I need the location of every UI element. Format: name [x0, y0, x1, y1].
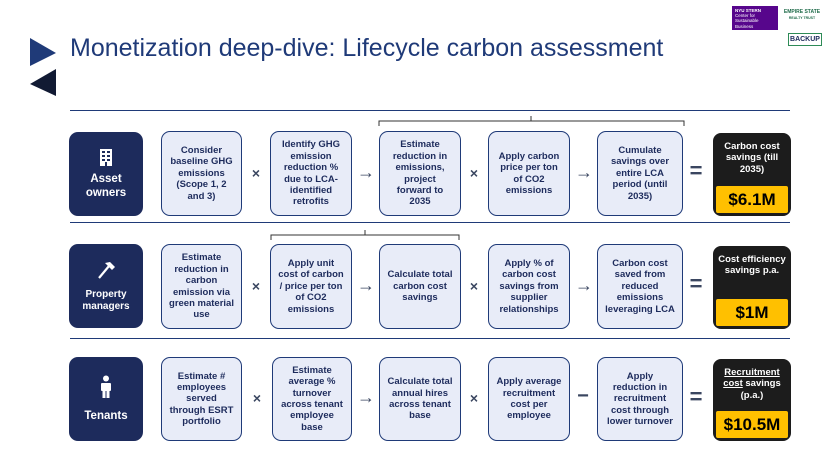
step-project-forward: Estimate reduction in emissions, project… [379, 131, 461, 216]
row-label-asset-owners: Asset owners [69, 132, 143, 216]
operator-minus: − [577, 384, 589, 407]
step-carbon-cost-saved: Carbon cost saved from reduced emissions… [597, 244, 683, 329]
operator-arrow: → [357, 386, 375, 407]
operator-equals: = [689, 384, 703, 409]
hammer-icon [98, 261, 115, 279]
row-label-tenants: Tenants [69, 357, 143, 441]
nyu-stern-logo: NYU STERN Center for Sustainable Busines… [732, 6, 778, 30]
step-supplier-relationships: Apply % of carbon cost savings from supp… [488, 244, 570, 329]
operator-equals: = [689, 158, 703, 183]
chevron-logo-icon [30, 38, 56, 96]
operator-arrow: → [575, 161, 593, 182]
operator-multiply: × [251, 165, 261, 181]
result-cost-efficiency: Cost efficiency savings p.a. $1M [713, 246, 791, 329]
operator-arrow: → [357, 161, 375, 182]
step-total-carbon-savings: Calculate total carbon cost savings [379, 244, 461, 329]
building-icon [100, 148, 112, 166]
step-estimate-employees: Estimate # employees served through ESRT… [161, 357, 242, 441]
step-reduction-recruitment: Apply reduction in recruitment cost thro… [597, 357, 683, 441]
operator-multiply: × [469, 390, 479, 406]
operator-multiply: × [251, 278, 261, 294]
row-divider [70, 338, 790, 339]
person-icon [101, 375, 111, 398]
step-identify-reduction: Identify GHG emission reduction % due to… [270, 131, 352, 216]
operator-arrow: → [575, 274, 593, 295]
page-title: Monetization deep-dive: Lifecycle carbon… [70, 34, 664, 62]
step-estimate-reduction: Estimate reduction in carbon emission vi… [161, 244, 242, 329]
row-label-property-managers: Property managers [69, 244, 143, 328]
step-unit-cost-carbon: Apply unit cost of carbon / price per to… [270, 244, 352, 329]
step-baseline-emissions: Consider baseline GHG emissions (Scope 1… [161, 131, 242, 216]
esrt-logo: EMPIRE STATE REALTY TRUST [783, 9, 821, 20]
result-recruitment-savings: Recruitment cost savings (p.a.) $10.5M [713, 359, 791, 441]
step-annual-hires: Calculate total annual hires across tena… [379, 357, 461, 441]
operator-equals: = [689, 271, 703, 296]
result-value: $6.1M [716, 186, 788, 213]
operator-multiply: × [469, 278, 479, 294]
backup-tag: BACKUP [788, 33, 822, 46]
operator-multiply: × [469, 165, 479, 181]
result-value: $1M [716, 299, 788, 326]
step-recruitment-cost: Apply average recruitment cost per emplo… [488, 357, 570, 441]
row-divider [70, 222, 790, 223]
operator-multiply: × [252, 390, 262, 406]
operator-arrow: → [357, 274, 375, 295]
step-cumulate-savings: Cumulate savings over entire LCA period … [597, 131, 683, 216]
step-carbon-price: Apply carbon price per ton of CO2 emissi… [488, 131, 570, 216]
header-divider [70, 110, 790, 111]
result-carbon-cost-savings: Carbon cost savings (till 2035) $6.1M [713, 133, 791, 216]
result-value: $10.5M [716, 411, 788, 438]
step-average-turnover: Estimate average % turnover across tenan… [272, 357, 352, 441]
